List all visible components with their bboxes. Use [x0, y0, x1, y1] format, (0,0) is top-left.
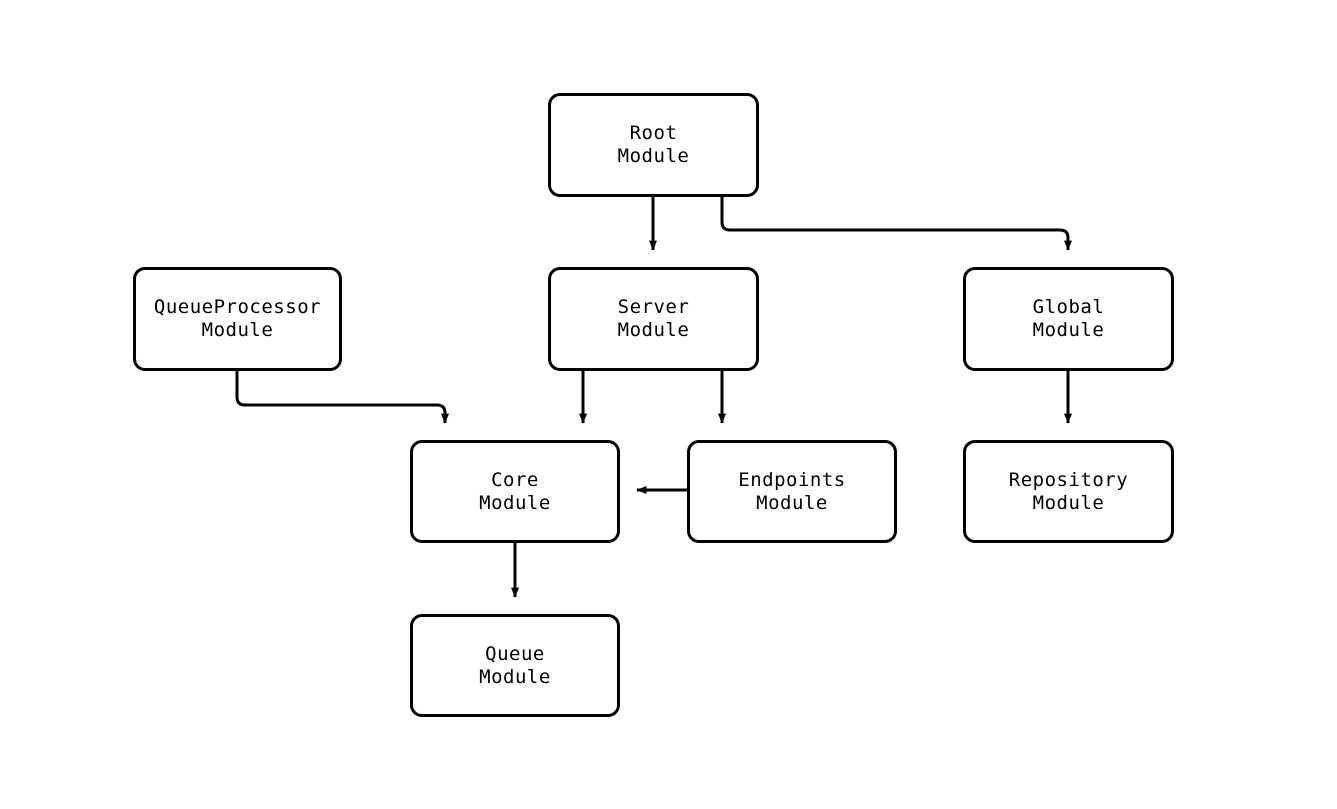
node-queue-module[interactable]: Queue Module: [410, 614, 620, 717]
node-label-line1: Root: [629, 122, 678, 144]
node-label-line2: Module: [479, 491, 551, 514]
edge-root-to-global: [720, 197, 1072, 251]
node-label-line2: Module: [617, 145, 690, 167]
node-label-line2: Module: [756, 491, 828, 514]
node-label-line1: Core: [491, 468, 539, 491]
node-server-module[interactable]: Server Module: [548, 267, 759, 371]
node-global-module[interactable]: Global Module: [963, 267, 1174, 371]
edge-queueprocessor-to-core: [235, 371, 449, 424]
node-label-line2: Module: [479, 665, 551, 688]
node-label-line2: Module: [617, 319, 690, 341]
node-label-line2: Module: [1032, 319, 1105, 341]
node-label-line2: Module: [201, 319, 274, 341]
node-label-line1: Endpoints: [738, 468, 846, 491]
node-label-line1: Repository: [1008, 468, 1129, 491]
node-label-line1: Queue: [485, 642, 545, 665]
node-label-line1: Global: [1032, 296, 1105, 318]
node-label-line1: Server: [617, 296, 690, 318]
node-queueprocessor-module[interactable]: QueueProcessor Module: [133, 267, 342, 371]
node-label-line1: QueueProcessor: [153, 296, 322, 318]
node-endpoints-module[interactable]: Endpoints Module: [687, 440, 897, 543]
node-label-line2: Module: [1032, 491, 1105, 514]
node-repository-module[interactable]: Repository Module: [963, 440, 1174, 543]
node-core-module[interactable]: Core Module: [410, 440, 620, 543]
node-root-module[interactable]: Root Module: [548, 93, 759, 197]
